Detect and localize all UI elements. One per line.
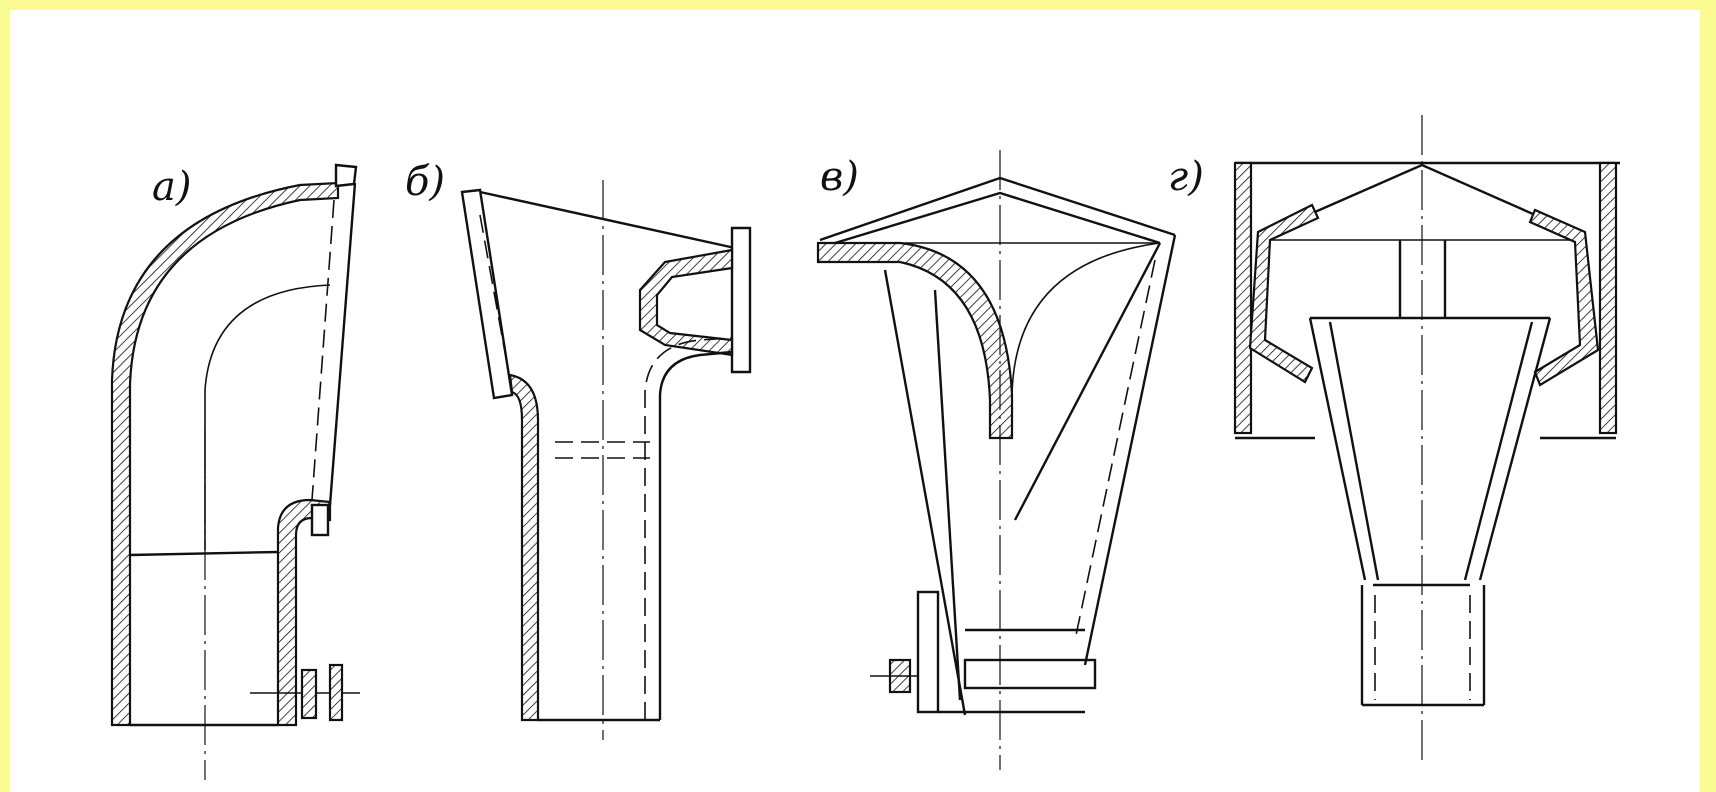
cyclone-left-baffle [1248, 203, 1320, 384]
elbow-outer-wall [110, 181, 340, 727]
elbow-inner-arc [204, 284, 331, 550]
tee-left-flange [460, 188, 514, 400]
tee-right-flange [730, 226, 752, 374]
cyclone-right-wall [1598, 161, 1618, 435]
cone-deflector [816, 241, 1014, 440]
label-g: г) [1168, 154, 1204, 200]
elbow-bolt-nut [328, 663, 344, 722]
label-a: а) [152, 164, 191, 210]
figure-a-elbow: а) [110, 163, 360, 780]
elbow-inner-flange [310, 503, 330, 537]
elbow-top-flange [334, 163, 358, 188]
tee-cone [638, 248, 734, 357]
figure-v-cone: в) [816, 150, 1177, 770]
label-b: б) [405, 159, 445, 205]
tee-left-wall [508, 373, 540, 722]
figure-b-tee: б) [405, 159, 752, 740]
label-v: в) [820, 154, 859, 200]
cyclone-left-wall [1233, 161, 1253, 435]
cone-side-plate [916, 590, 940, 714]
cone-slide-gate [963, 658, 1097, 690]
cyclone-right-baffle [1528, 208, 1600, 387]
elbow-bolt-head [300, 668, 318, 720]
elbow-inner-wall [276, 498, 332, 727]
figure-g-cyclone: г) [1168, 115, 1620, 760]
